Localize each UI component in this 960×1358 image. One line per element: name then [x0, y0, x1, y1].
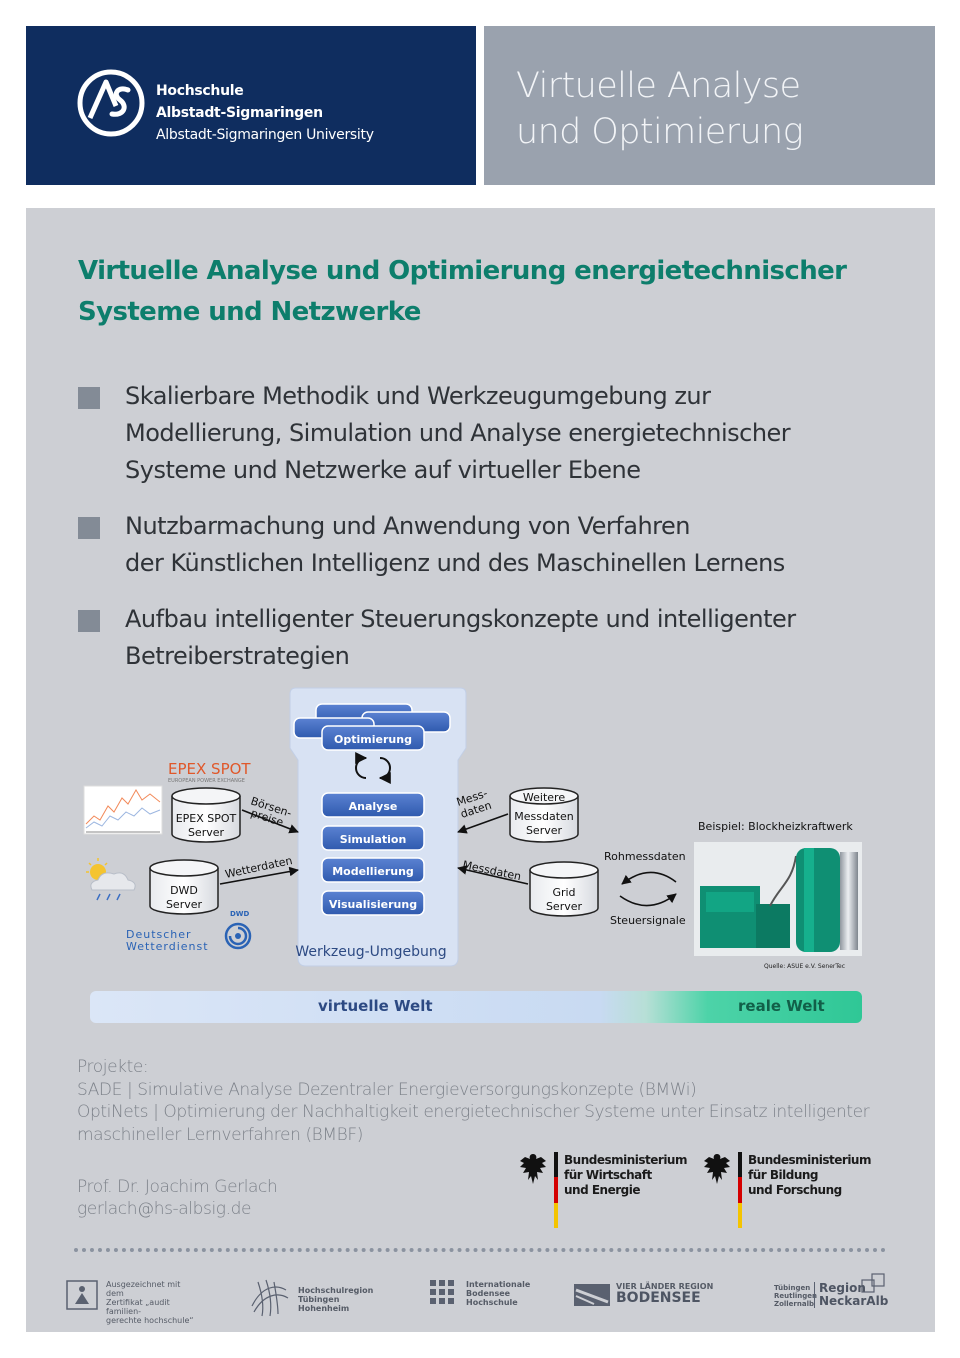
label-rohmessdaten: Rohmessdaten	[604, 850, 686, 863]
project-sade: SADE | Simulative Analyse Dezentraler En…	[77, 1080, 697, 1100]
tool-box-optimierung: Optimierung	[321, 725, 425, 751]
label-steuersignale: Steuersignale	[610, 914, 686, 927]
svg-text:Optimierung: Optimierung	[334, 733, 412, 746]
header-title-line-2: und Optimierung	[516, 112, 804, 152]
projects-heading: Projekte:	[77, 1057, 149, 1077]
bodensee-wave-icon	[574, 1284, 610, 1306]
svg-text:Quelle: ASUE e.V. SenerTec: Quelle: ASUE e.V. SenerTec	[764, 963, 845, 970]
svg-text:Grid: Grid	[552, 886, 575, 899]
further-measurement-server: Weitere Messdaten Server	[509, 787, 579, 843]
bullet-1-line-1: Skalierbare Methodik und Werkzeugumgebun…	[125, 382, 711, 410]
network-globe-icon	[251, 1279, 289, 1317]
contact-name: Prof. Dr. Joachim Gerlach	[77, 1177, 278, 1197]
university-logo-icon	[77, 69, 145, 137]
family-audit-icon	[66, 1280, 98, 1310]
arrow-boersenpreise	[241, 809, 299, 834]
bhkw-photo: Quelle: ASUE e.V. SenerTec	[694, 842, 862, 970]
svg-text:Analyse: Analyse	[349, 800, 398, 813]
svg-text:Simulation: Simulation	[340, 833, 407, 846]
main-title-line-1: Virtuelle Analyse und Optimierung energi…	[78, 256, 847, 286]
tool-box-modellierung: Modellierung	[321, 857, 425, 883]
svg-text:Server: Server	[526, 824, 563, 837]
label-messdaten: Messdaten	[461, 858, 522, 883]
university-name-line-3: Albstadt-Sigmaringen University	[156, 127, 374, 143]
tool-env-label: Werkzeug-Umgebung	[295, 944, 446, 960]
bullet-3-line-1: Aufbau intelligenter Steuerungskonzepte …	[125, 605, 796, 633]
tool-box-analyse: Analyse	[321, 792, 425, 818]
dwd-logo-line-2: Wetterdienst	[126, 940, 209, 953]
epex-spot-server: EPEX SPOT Server	[171, 787, 241, 843]
price-chart-icon	[83, 785, 163, 835]
bullet-marker	[78, 517, 100, 539]
bullet-1-line-3: Systeme und Netzwerke auf virtueller Ebe…	[125, 456, 641, 484]
svg-text:Messdaten: Messdaten	[514, 810, 574, 823]
federal-eagle-icon	[704, 1154, 730, 1184]
svg-text:Server: Server	[166, 898, 203, 911]
cycle-arrows-icon	[355, 752, 391, 784]
german-flag-stripe	[738, 1152, 742, 1228]
virtual-world-label: virtuelle Welt	[318, 997, 433, 1015]
bullet-3-line-2: Betreiberstrategien	[125, 642, 350, 670]
tool-box-simulation: Simulation	[321, 825, 425, 851]
example-title: Beispiel: Blockheizkraftwerk	[698, 820, 853, 833]
main-title-line-2: Systeme und Netzwerke	[78, 297, 421, 327]
svg-text:Weitere: Weitere	[523, 791, 565, 804]
ibh-grid-icon	[430, 1280, 454, 1304]
dwd-logo-line-1: Deutscher	[126, 928, 192, 941]
grid-server: Grid Server	[529, 861, 599, 917]
svg-text:Server: Server	[546, 900, 583, 913]
epex-logo-text: EPEX SPOT	[168, 760, 251, 778]
architecture-diagram: Optimierung Analyse Simulation Modellier…	[83, 687, 862, 970]
real-world-label: reale Welt	[738, 997, 825, 1015]
bullet-2-line-1: Nutzbarmachung und Anwendung von Verfahr…	[125, 512, 690, 540]
weather-cloud-sun-icon	[86, 858, 136, 901]
arrow-wetterdaten	[219, 866, 299, 885]
dwd-server: DWD Server	[149, 859, 219, 915]
bullet-2-line-2: der Künstlichen Intelligenz und des Masc…	[125, 549, 785, 577]
svg-text:Server: Server	[188, 826, 225, 839]
federal-eagle-icon	[520, 1154, 546, 1184]
project-optinets-line-2: maschineller Lernverfahren (BMBF)	[77, 1125, 364, 1145]
german-flag-stripe	[554, 1152, 558, 1228]
header-university-block: Hochschule Albstadt-Sigmaringen Albstadt…	[26, 26, 476, 185]
svg-text:Visualisierung: Visualisierung	[329, 898, 417, 911]
squares-icon	[861, 1273, 885, 1293]
svg-text:DWD: DWD	[230, 910, 250, 918]
world-gradient-bar: virtuelle Welt reale Welt	[90, 991, 862, 1023]
arrow-messdaten-top	[457, 813, 509, 834]
epex-logo-sub: EUROPEAN POWER EXCHANGE	[168, 778, 245, 784]
arrow-rohmessdaten	[621, 871, 677, 885]
bullet-marker	[78, 387, 100, 409]
footer-divider	[74, 1248, 886, 1252]
poster-panel: Virtuelle Analyse und Optimierung energi…	[26, 208, 935, 1332]
svg-text:Modellierung: Modellierung	[332, 865, 414, 878]
arrow-steuersignale	[619, 893, 677, 907]
header-title-block: Virtuelle Analyse und Optimierung	[484, 26, 935, 185]
header-title-line-1: Virtuelle Analyse	[516, 66, 801, 106]
bodensee-logo: VIER LÄNDER REGION BODENSEE	[574, 1276, 724, 1316]
arrow-messdaten	[457, 865, 529, 885]
svg-text:EPEX SPOT: EPEX SPOT	[176, 812, 237, 825]
project-optinets-line-1: OptiNets | Optimierung der Nachhaltigkei…	[77, 1102, 870, 1122]
bullet-1-line-2: Modellierung, Simulation und Analyse ene…	[125, 419, 791, 447]
svg-text:DWD: DWD	[170, 884, 198, 897]
bullet-marker	[78, 610, 100, 632]
dwd-swirl-icon: DWD	[224, 910, 252, 950]
tool-box-visualisierung: Visualisierung	[321, 890, 425, 916]
university-name-line-1: Hochschule	[156, 83, 244, 99]
contact-email[interactable]: gerlach@hs-albsig.de	[77, 1199, 252, 1219]
university-name-line-2: Albstadt-Sigmaringen	[156, 105, 323, 121]
